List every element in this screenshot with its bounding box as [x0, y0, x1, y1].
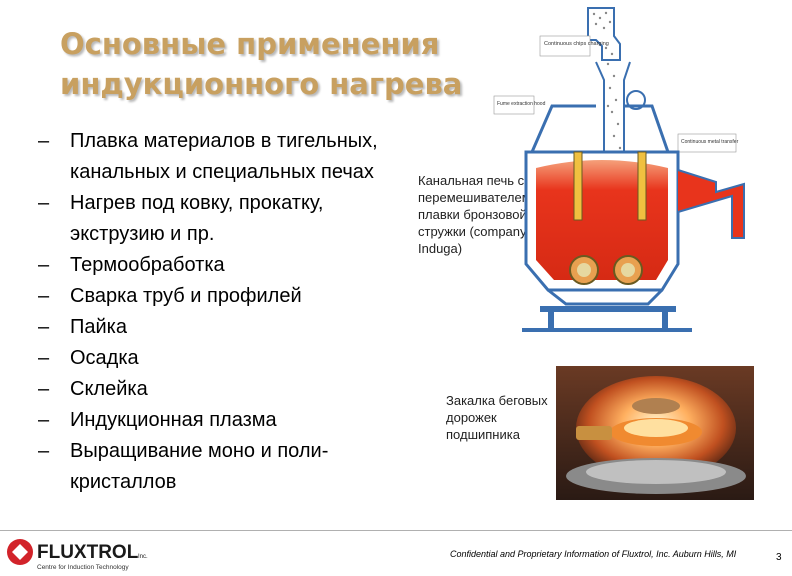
title-line-2: индукционного нагрева	[60, 67, 463, 101]
quench-caption: Закалка беговых дорожек подшипника	[446, 393, 548, 442]
list-item-text: Индукционная плазма	[70, 409, 277, 431]
fluxtrol-logo: FLUXTROL Inc. Centre for Induction Techn…	[7, 539, 148, 571]
list-item-text: Выращивание моно и поли-кристаллов	[70, 440, 329, 493]
list-item: –Термообработка	[34, 250, 404, 281]
bearing-hardening-photo	[556, 366, 754, 500]
list-item-text: Сварка труб и профилей	[70, 285, 302, 307]
copper-lead	[576, 426, 612, 440]
footer-divider	[0, 530, 792, 531]
list-item: –Плавка материалов в тигельных, канальны…	[34, 126, 404, 188]
title-line-1: Основные применения	[60, 27, 440, 61]
list-item: –Индукционная плазма	[34, 405, 404, 436]
bullet-dash: –	[38, 347, 50, 369]
label-charging: Continuous chips charging	[544, 41, 609, 47]
bullet-dash: –	[38, 192, 50, 214]
list-item-text: Склейка	[70, 378, 148, 400]
hot-zone	[624, 419, 688, 437]
bullet-dash: –	[38, 378, 50, 400]
bullet-dash: –	[38, 316, 50, 338]
list-item-text: Пайка	[70, 316, 127, 338]
page-number: 3	[776, 552, 782, 563]
list-item: –Пайка	[34, 312, 404, 343]
label-box-hood	[493, 95, 535, 115]
list-item: –Выращивание моно и поли-кристаллов	[34, 436, 404, 498]
list-item-text: Осадка	[70, 347, 139, 369]
furnace-caption: Канальная печь с перемешивателем для пла…	[418, 173, 557, 256]
inductor-head	[632, 398, 680, 414]
label-box-charging	[539, 35, 591, 57]
bullet-dash: –	[38, 440, 50, 462]
bullet-dash: –	[38, 254, 50, 276]
list-item: –Осадка	[34, 343, 404, 374]
logo-tagline: Centre for Induction Technology	[37, 564, 129, 571]
logo-emblem-mark	[12, 544, 28, 560]
bullet-dash: –	[38, 285, 50, 307]
falling-chips	[592, 11, 622, 154]
inductor-coil-left	[573, 151, 583, 221]
charging-tube	[587, 7, 621, 61]
applications-list: –Плавка материалов в тигельных, канальны…	[34, 126, 404, 498]
confidential-notice: Confidential and Proprietary Information…	[450, 549, 737, 559]
logo-inc: Inc.	[138, 554, 148, 560]
furnace-base	[547, 288, 664, 306]
list-item-text: Плавка материалов в тигельных, канальных…	[70, 130, 378, 183]
label-hood: Fume extraction hood	[497, 101, 546, 107]
bearing-ring-inner	[586, 460, 726, 484]
channel-furnace-diagram: Continuous chips charging Fume extractio…	[493, 7, 745, 332]
molten-metal	[536, 160, 668, 280]
base-plate	[540, 306, 676, 312]
furnace-roof	[530, 104, 670, 153]
channel-core-left	[577, 263, 591, 277]
bullet-dash: –	[38, 130, 50, 152]
bullet-dash: –	[38, 409, 50, 431]
label-transfer: Continuous metal transfer	[681, 139, 739, 145]
pour-spout	[677, 169, 745, 239]
inductor-coil-right	[637, 151, 647, 221]
logo-text: FLUXTROL	[37, 542, 139, 563]
list-item: –Нагрев под ковку, прокатку, экструзию и…	[34, 188, 404, 250]
funnel	[595, 61, 631, 152]
list-item: –Сварка труб и профилей	[34, 281, 404, 312]
channel-core-right	[621, 263, 635, 277]
list-item: –Склейка	[34, 374, 404, 405]
ground-line	[522, 328, 692, 332]
list-item-text: Термообработка	[70, 254, 225, 276]
support-left	[548, 312, 554, 330]
slide-title: Основные применения индукционного нагрев…	[60, 24, 500, 104]
label-box-transfer	[677, 133, 737, 153]
support-right	[662, 312, 668, 330]
list-item-text: Нагрев под ковку, прокатку, экструзию и …	[70, 192, 324, 245]
